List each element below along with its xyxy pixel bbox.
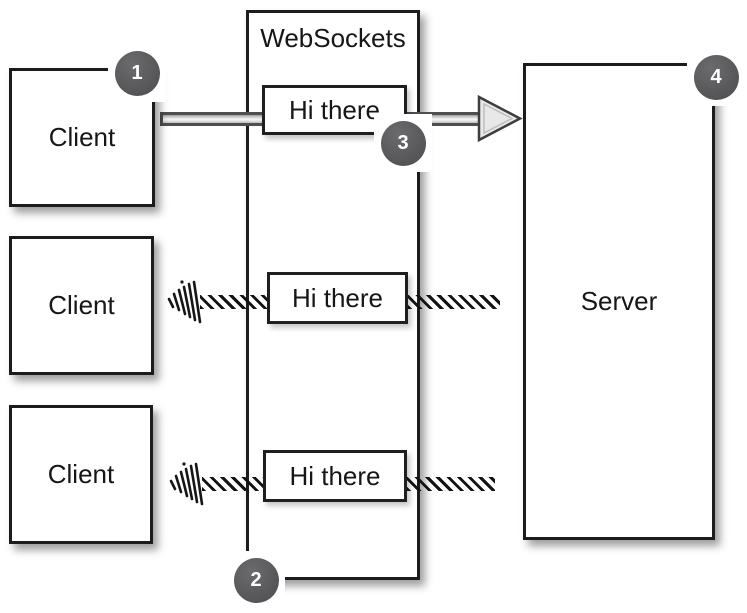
server-box: Server [523,63,715,540]
step-badge-1: 1 [108,44,166,102]
client-box-2: Client [9,236,154,375]
client-label: Client [47,459,115,489]
badge-number: 4 [710,65,722,88]
message-box-3: Hi there [263,450,407,502]
badge-circle: 4 [693,54,739,100]
step-badge-4: 4 [687,48,745,106]
hatched-line [407,477,495,491]
hatched-line [202,477,264,491]
server-label: Server [580,286,658,316]
badge-circle: 1 [114,50,160,96]
message-label: Hi there [288,94,381,125]
client-box-3: Client [9,405,153,544]
step-badge-3: 3 [374,114,432,172]
message-box-2: Hi there [267,272,408,324]
step-badge-2: 2 [227,551,285,609]
client-label: Client [48,122,116,152]
hatched-arrowhead-icon [168,462,208,511]
websockets-title: WebSockets [260,23,406,53]
badge-circle: 3 [380,120,426,166]
badge-number: 3 [397,131,409,154]
badge-circle: 2 [233,557,279,603]
websocket-arrowhead-icon [477,94,523,149]
message-label: Hi there [291,282,384,313]
hatched-line [408,295,500,309]
badge-number: 1 [131,61,143,84]
client-label: Client [48,290,115,320]
message-label: Hi there [289,460,381,491]
hatched-arrowhead-icon [166,280,206,329]
hatched-line [200,295,268,309]
badge-number: 2 [250,568,262,591]
